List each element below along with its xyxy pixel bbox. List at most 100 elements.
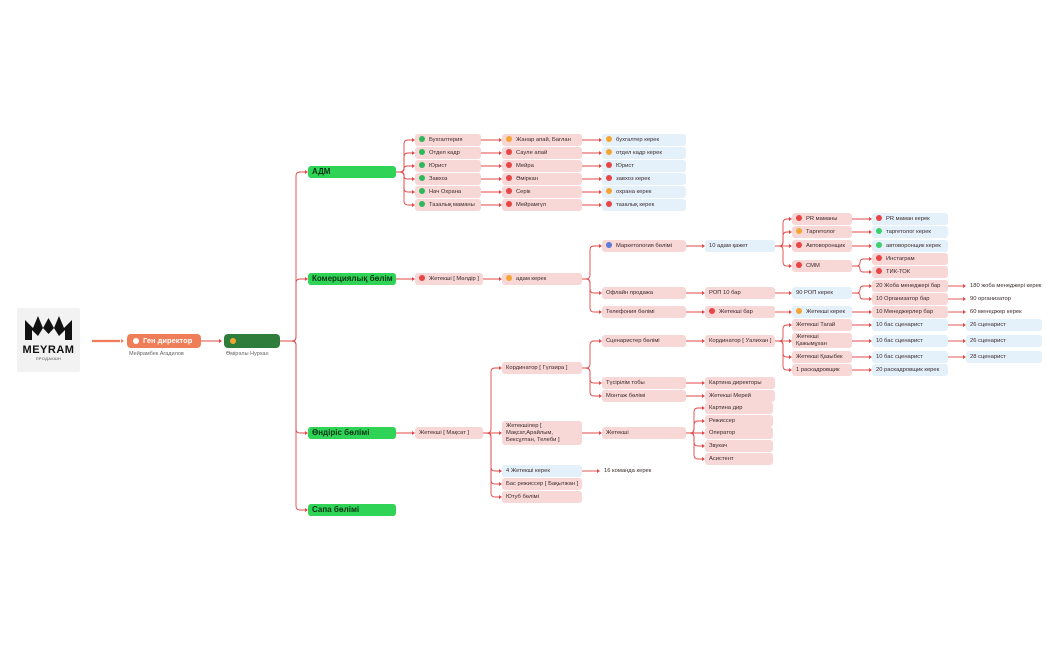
marketing-need[interactable]: автоворонщик керек [872, 240, 948, 252]
status-dot-icon [419, 161, 425, 168]
dept-commercial[interactable]: Комерциялық бөлім [308, 273, 396, 285]
marketing-need[interactable]: PR маман керек [872, 213, 948, 225]
scenario-need[interactable]: 26 сценарист [966, 319, 1042, 331]
leads-item[interactable]: Режиссер [705, 415, 773, 427]
scenario-coord[interactable]: Кординатор [ Уалихан ] [705, 335, 775, 347]
arrow-head [789, 339, 792, 343]
adm-person[interactable]: Серік [502, 186, 582, 198]
marketing-item[interactable]: PR маманы [792, 213, 852, 225]
gen-director-node[interactable]: Ген директор [127, 334, 201, 348]
leads-node[interactable]: Жетекшілер [ Мақсат,Арайлым, Бексұлтан, … [502, 421, 582, 445]
director-node[interactable]: Директор [224, 334, 280, 359]
adm-need[interactable]: охрана керек [602, 186, 686, 198]
marketing-need[interactable]: таргетолог керек [872, 226, 948, 238]
leads-item[interactable]: Картина дир [705, 402, 773, 414]
brand-tagline: ПРОДАКШН [35, 357, 62, 361]
status-dot-icon [876, 254, 882, 261]
adm-person[interactable]: Сауле апай [502, 147, 582, 159]
arrow-head [789, 217, 792, 221]
marketing-item[interactable]: СММ [792, 260, 852, 272]
connector-line [280, 340, 306, 434]
arrow-head [599, 339, 602, 343]
scenario-item[interactable]: 1 раскадровщик [792, 364, 852, 376]
scenario-item[interactable]: Жетекші Қазыбек [792, 351, 852, 363]
rop-node[interactable]: РОП 10 бар [705, 287, 775, 299]
leads-item[interactable]: Звукач [705, 440, 773, 452]
adm-role[interactable]: Тазалық маманы [415, 199, 481, 211]
offline-need: 180 жоба менеджері керек [970, 283, 1042, 289]
scenario-count[interactable]: 20 раскадровщик керек [872, 364, 948, 376]
adm-person[interactable]: Әміркан [502, 173, 582, 185]
marketing-item-label: Автоворонщик [806, 243, 846, 249]
status-dot-icon [796, 227, 802, 234]
connector-line [852, 265, 870, 273]
arrow-head [499, 177, 502, 181]
adm-need[interactable]: отдел кадр керек [602, 147, 686, 159]
adm-person[interactable]: Мейра [502, 160, 582, 172]
status-dot-icon [419, 135, 425, 142]
smm-sub[interactable]: ТИК-ТОК [872, 266, 948, 278]
youtube-dept[interactable]: Ютуб бөлімі [502, 491, 582, 503]
rop-need[interactable]: 90 РОП керек [792, 287, 852, 299]
offline-item[interactable]: 20 Жоба менеджері бар [872, 280, 948, 292]
scenario-count[interactable]: 10 бас сценарист [872, 335, 948, 347]
phone-lead-need[interactable]: Жетекші керек [792, 306, 852, 318]
adm-person-label: Мейра [516, 163, 534, 169]
adm-role[interactable]: Юрист [415, 160, 481, 172]
adm-person-label: Мейрамгүл [516, 202, 547, 208]
phone-node[interactable]: Телефония бөлімі [602, 306, 686, 318]
marketing-node[interactable]: Маркетология бөлімі [602, 240, 686, 252]
adm-need[interactable]: завхоз керек [602, 173, 686, 185]
shooting-node[interactable]: Түсірілім тобы [602, 377, 686, 389]
montage-item[interactable]: Жетекші Мерей [705, 390, 775, 402]
leads-item[interactable]: Асистент [705, 453, 773, 465]
commercial-need[interactable]: адам керек [502, 273, 582, 285]
adm-need[interactable]: Юрист [602, 160, 686, 172]
chief-director[interactable]: Бас режиссер [ Бақытжан ] [502, 478, 582, 490]
adm-need[interactable]: бухгалтер керек [602, 134, 686, 146]
adm-role[interactable]: Нач Охрана [415, 186, 481, 198]
scenario-node[interactable]: Сценаристер бөлімі [602, 335, 686, 347]
leads-child[interactable]: Жетекші [602, 427, 686, 439]
status-dot-icon [796, 261, 802, 268]
status-dot-icon [876, 214, 882, 221]
scenario-need[interactable]: 26 сценарист [966, 335, 1042, 347]
adm-role-label: Отдел кадр [429, 150, 460, 156]
director-label: Директор [230, 350, 266, 359]
marketing-note[interactable]: 10 адам қажет [705, 240, 775, 252]
adm-role[interactable]: Отдел кадр [415, 147, 481, 159]
dept-adm[interactable]: АДМ [308, 166, 396, 178]
leads-need-result: 16 команда керек [604, 468, 652, 474]
production-head[interactable]: Жетекші [ Мақсат ] [415, 427, 483, 439]
status-dot-icon [709, 307, 715, 314]
adm-role[interactable]: Бухгалтерия [415, 134, 481, 146]
arrow-head [789, 368, 792, 372]
scenario-item[interactable]: Жетекші Тагай [792, 319, 852, 331]
phone-lead[interactable]: Жетекші бар [705, 306, 775, 318]
shooting-item[interactable]: Картина директоры [705, 377, 775, 389]
adm-person[interactable]: Мейрамгүл [502, 199, 582, 211]
scenario-count[interactable]: 10 бас сценарист [872, 319, 948, 331]
production-coordinator[interactable]: Кординатор [ Гүлзира ] [502, 362, 582, 374]
montage-node[interactable]: Монтаж бөлімі [602, 390, 686, 402]
status-dot-icon [506, 161, 512, 168]
smm-sub[interactable]: Инстаграм [872, 253, 948, 265]
offline-node[interactable]: Офлайн продажа [602, 287, 686, 299]
arrow-head [305, 431, 308, 435]
dept-production[interactable]: Өндіріс бөлімі [308, 427, 396, 439]
scenario-item[interactable]: Жетекші Қажымұхан [792, 333, 852, 348]
leads-need[interactable]: 4 Жетекші керек [502, 465, 582, 477]
offline-item[interactable]: 10 Организатор бар [872, 293, 948, 305]
adm-need[interactable]: тазалық керек [602, 199, 686, 211]
commercial-head[interactable]: Жетекші [ Мөлдір ] [415, 273, 483, 285]
scenario-count[interactable]: 10 бас сценарист [872, 351, 948, 363]
adm-role[interactable]: Завхоз [415, 173, 481, 185]
scenario-need[interactable]: 28 сценарист [966, 351, 1042, 363]
dept-quality[interactable]: Сапа бөлімі [308, 504, 396, 516]
status-dot-icon [606, 187, 612, 194]
adm-person[interactable]: Жанар апай, Баглан [502, 134, 582, 146]
marketing-item[interactable]: Таргетолог [792, 226, 852, 238]
leads-item[interactable]: Оператор [705, 427, 773, 439]
marketing-item[interactable]: Автоворонщик [792, 240, 852, 252]
phone-managers[interactable]: 10 Менеджерлер бар [872, 306, 948, 318]
